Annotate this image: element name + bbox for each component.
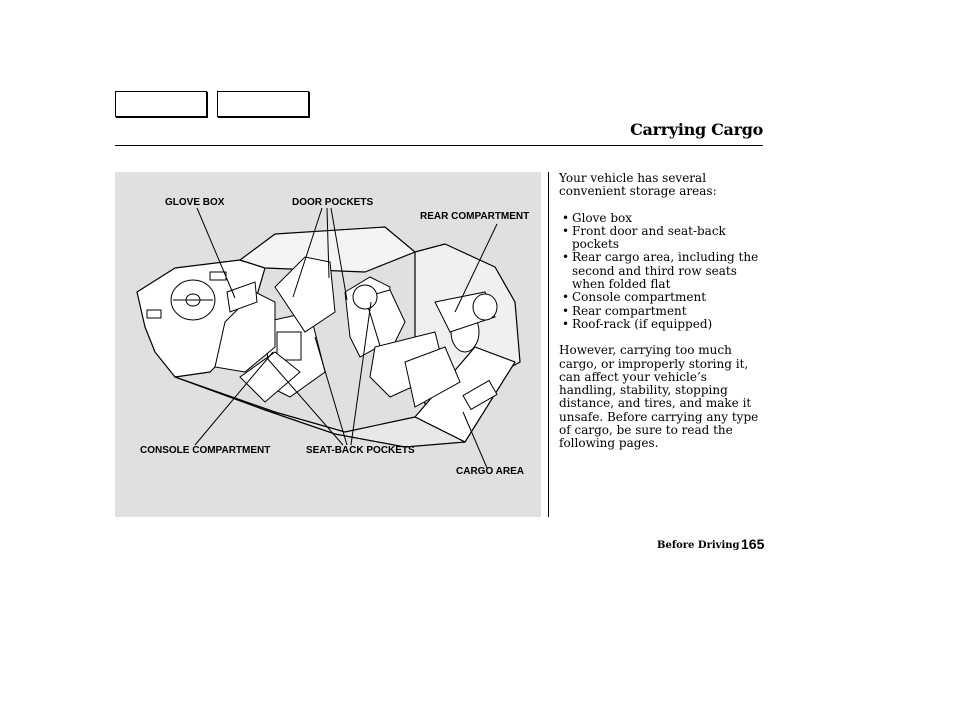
page-title: Carrying Cargo <box>630 120 763 139</box>
vehicle-interior-drawing <box>136 207 521 469</box>
leader-lines <box>194 207 498 469</box>
list-item: Console compartment <box>559 291 764 305</box>
callout-seat-back-pockets: SEAT-BACK POCKETS <box>306 445 415 456</box>
nav-tab-box-1[interactable] <box>115 91 207 117</box>
storage-list: Glove box Front door and seat-back pocke… <box>559 211 764 332</box>
list-item: Glove box <box>559 211 764 225</box>
list-item: Roof-rack (if equipped) <box>559 317 764 331</box>
callout-door-pockets: DOOR POCKETS <box>292 197 374 208</box>
list-item: Rear cargo area, including the second an… <box>559 251 764 291</box>
nav-tab-box-2[interactable] <box>217 91 309 117</box>
callout-cargo-area: CARGO AREA <box>456 466 524 477</box>
footer-section-label: Before Driving <box>657 540 740 551</box>
column-divider <box>548 172 549 517</box>
header-rule <box>115 145 763 146</box>
list-item: Front door and seat-back pockets <box>559 224 764 252</box>
callout-console-compartment: CONSOLE COMPARTMENT <box>140 445 271 456</box>
callout-glove-box: GLOVE BOX <box>165 197 225 208</box>
warning-paragraph: However, carrying too much cargo, or imp… <box>559 343 759 451</box>
list-item: Rear compartment <box>559 304 764 318</box>
body-text-column: Your vehicle has several convenient stor… <box>559 171 764 451</box>
intro-paragraph: Your vehicle has several convenient stor… <box>559 171 717 199</box>
interior-illustration: GLOVE BOX DOOR POCKETS REAR COMPARTMENT … <box>115 172 541 517</box>
callout-rear-compartment: REAR COMPARTMENT <box>420 211 530 222</box>
page-number: 165 <box>741 536 765 552</box>
